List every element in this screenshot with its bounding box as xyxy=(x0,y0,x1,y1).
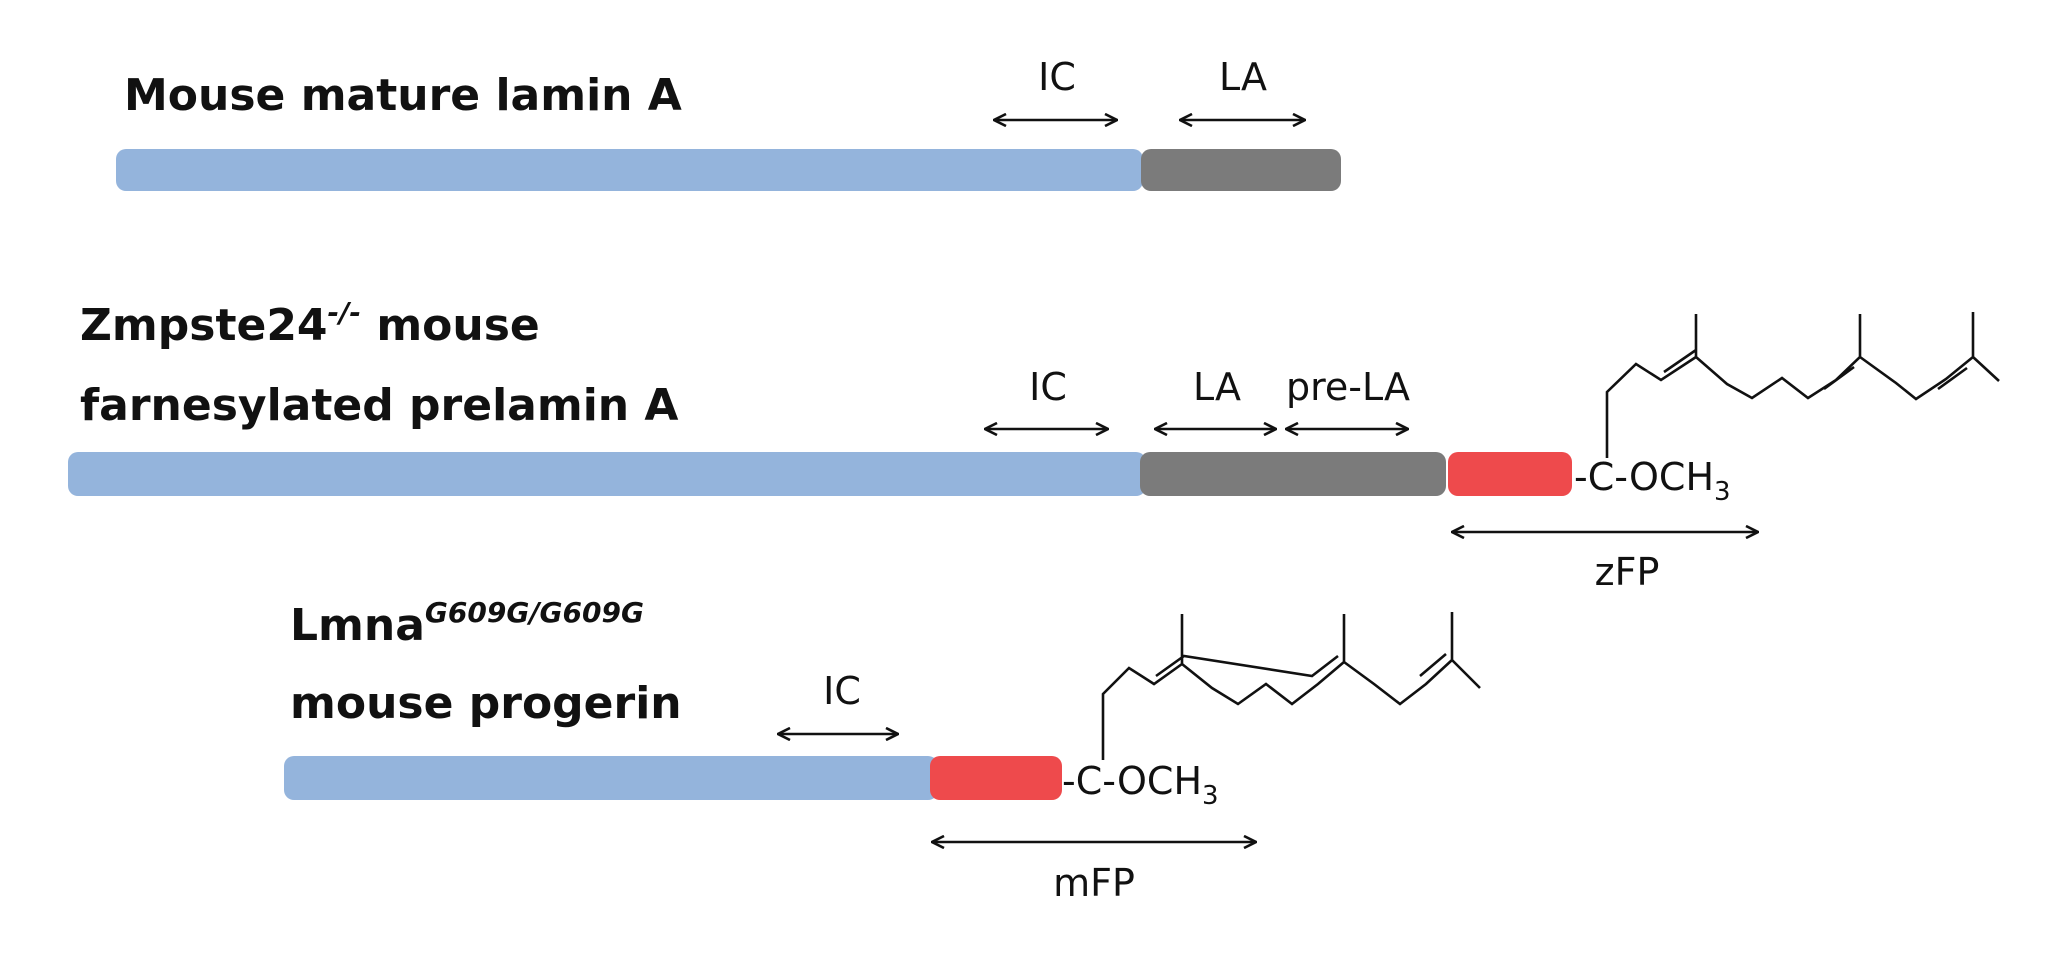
construct-farnesylated-prelamin-a: Zmpste24-/- mouse farnesylated prelamin … xyxy=(68,296,2000,594)
farnesyl-chain xyxy=(1605,312,2000,458)
farnesyl-peptide-bar xyxy=(930,756,1062,800)
pre-la-label: pre-LA xyxy=(1286,365,1410,409)
methyl-ester-label: -C-OCH3 xyxy=(1062,759,1219,811)
title-lmna-line1: LmnaG609G/G609G xyxy=(290,596,644,651)
title-lmna-line2: mouse progerin xyxy=(290,678,682,729)
construct-mature-lamin-a: Mouse mature lamin A IC LA xyxy=(116,55,1341,191)
la-domain-bar xyxy=(1140,452,1446,496)
title-mature-lamin-a: Mouse mature lamin A xyxy=(124,70,682,121)
mfp-label: mFP xyxy=(1053,861,1135,905)
ic-domain-bar xyxy=(68,452,1146,496)
title-zmpste24-line1: Zmpste24-/- mouse xyxy=(80,296,540,351)
ic-label: IC xyxy=(1038,55,1076,99)
ic-label: IC xyxy=(1029,365,1067,409)
methyl-ester-label: -C-OCH3 xyxy=(1574,455,1731,507)
zfp-label: zFP xyxy=(1595,550,1660,594)
ic-domain-bar xyxy=(284,756,938,800)
farnesyl-chain xyxy=(1101,612,1481,760)
farnesyl-peptide-bar xyxy=(1448,452,1572,496)
ic-label: IC xyxy=(823,669,861,713)
ic-domain-bar xyxy=(116,149,1143,191)
la-domain-bar xyxy=(1141,149,1341,191)
construct-progerin: LmnaG609G/G609G mouse progerin IC -C-OCH… xyxy=(284,596,1481,905)
la-label: LA xyxy=(1193,365,1241,409)
title-zmpste24-line2: farnesylated prelamin A xyxy=(80,380,678,431)
la-label: LA xyxy=(1219,55,1267,99)
